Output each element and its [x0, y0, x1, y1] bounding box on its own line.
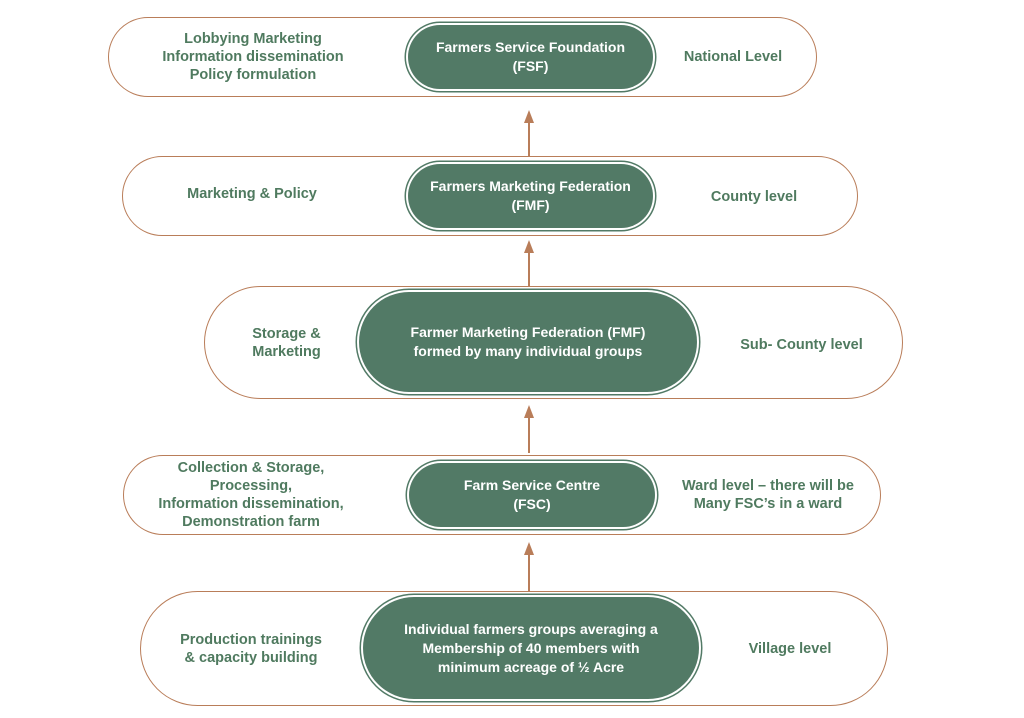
tier-ward: Collection & Storage, Processing, Inform…	[123, 455, 881, 535]
arrow-ward-to-subcounty	[524, 405, 534, 453]
tier-village-organization: Individual farmers groups averaging a Me…	[363, 597, 699, 699]
tier-ward-activities: Collection & Storage, Processing, Inform…	[158, 460, 344, 530]
arrow-head	[524, 542, 534, 555]
arrow-shaft	[528, 122, 530, 156]
tier-county-organization: Farmers Marketing Federation (FMF)	[408, 164, 653, 228]
tier-ward-organization: Farm Service Centre (FSC)	[409, 463, 655, 527]
tier-subcounty-activities: Storage & Marketing	[252, 325, 321, 360]
arrow-shaft	[528, 417, 530, 453]
arrow-head	[524, 405, 534, 418]
tier-county: Marketing & Policy Farmers Marketing Fed…	[122, 156, 858, 236]
tier-national-level: National Level	[683, 49, 783, 65]
tier-village-activities: Production trainings & capacity building	[180, 631, 322, 666]
arrow-shaft	[528, 252, 530, 286]
tier-national-organization: Farmers Service Foundation (FSF)	[408, 25, 653, 89]
tier-national-activities: Lobbying Marketing Information dissemina…	[162, 31, 344, 83]
tier-subcounty-organization: Farmer Marketing Federation (FMF) formed…	[359, 292, 697, 392]
tier-national: Lobbying Marketing Information dissemina…	[108, 17, 817, 97]
tier-county-activities: Marketing & Policy	[187, 186, 317, 202]
tier-subcounty: Storage & Marketing Farmer Marketing Fed…	[204, 286, 903, 399]
arrow-head	[524, 110, 534, 123]
arrow-subcounty-to-county	[524, 240, 534, 286]
arrow-county-to-national	[524, 110, 534, 156]
tier-subcounty-level: Sub- County level	[740, 337, 863, 353]
arrow-shaft	[528, 554, 530, 591]
tier-ward-level: Ward level – there will be Many FSC’s in…	[682, 478, 854, 512]
tier-village: Production trainings & capacity building…	[140, 591, 888, 706]
arrow-head	[524, 240, 534, 253]
tier-village-level: Village level	[748, 640, 832, 657]
arrow-village-to-ward	[524, 542, 534, 591]
tier-county-level: County level	[710, 189, 798, 205]
